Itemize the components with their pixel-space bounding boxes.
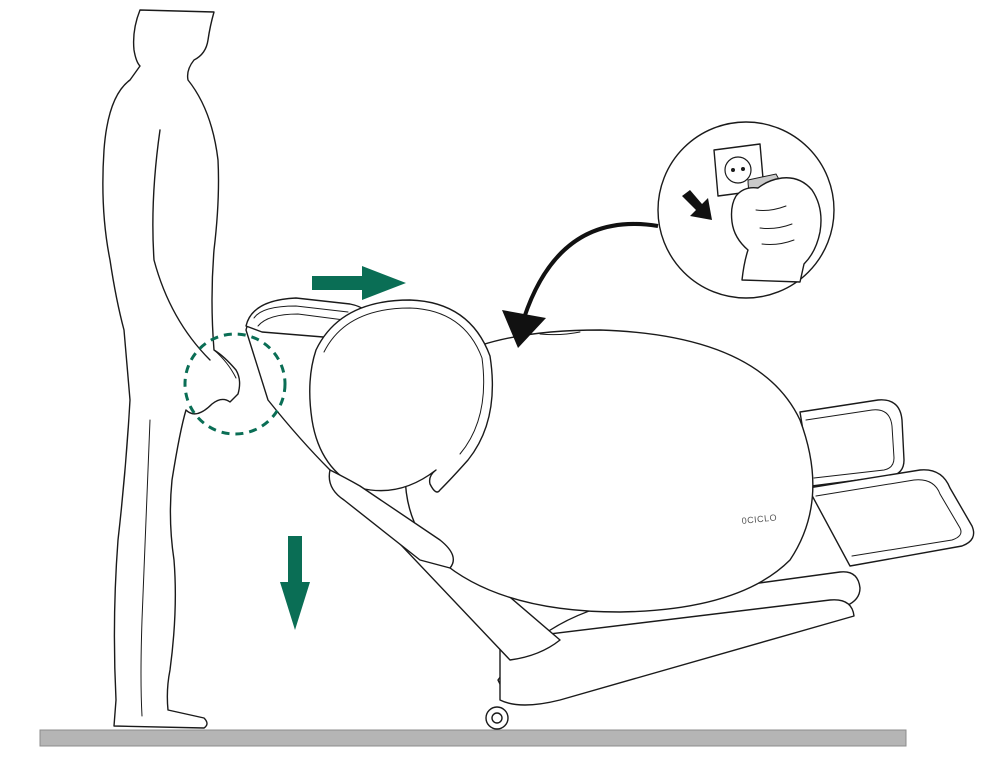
curved-pointer-arrow (502, 221, 659, 348)
grip-highlight-circle (183, 332, 287, 436)
unplug-socket-icon (657, 121, 835, 299)
person-figure (102, 9, 241, 729)
floor-bar (39, 729, 907, 747)
massage-chair: 0CICLO (245, 297, 975, 730)
push-down-arrow (280, 536, 310, 630)
chair-logo-text: 0CICLO (741, 512, 777, 526)
push-right-arrow (312, 266, 406, 300)
